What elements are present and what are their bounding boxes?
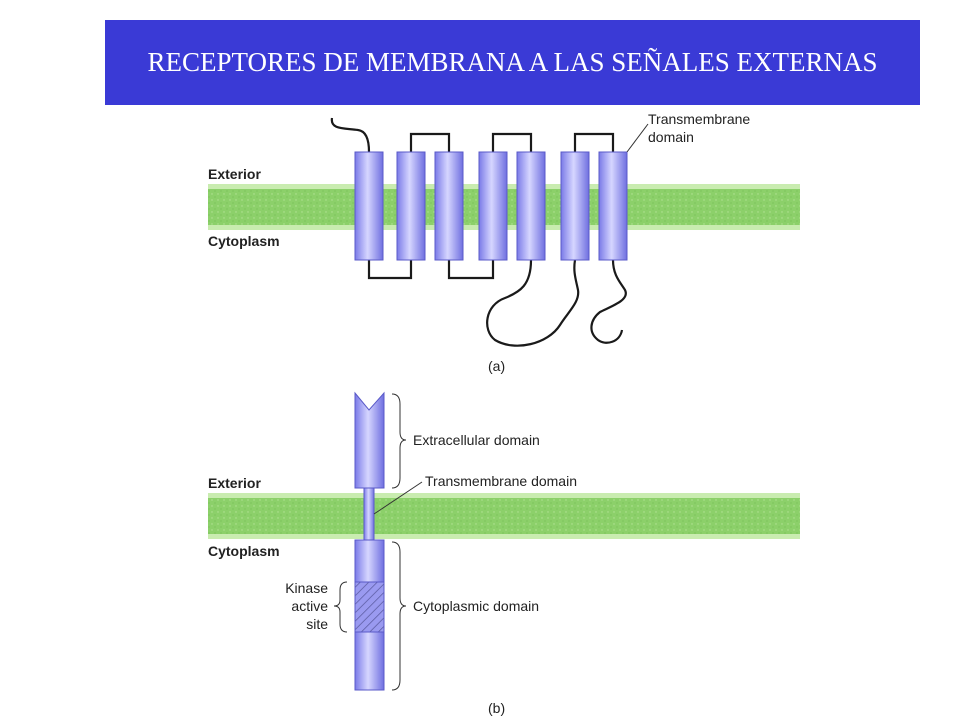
helix-3 xyxy=(434,151,464,261)
ext-loop-1 xyxy=(409,132,451,152)
helix-5 xyxy=(516,151,546,261)
membrane-b xyxy=(208,498,800,534)
helix-6 xyxy=(560,151,590,261)
leader-transmembrane-b xyxy=(373,481,423,515)
receptor-b xyxy=(354,391,385,691)
brace-extracellular xyxy=(391,393,407,489)
membrane-b-edge-top xyxy=(208,493,800,498)
diagram-b: Exterior Cytoplasm Extracellular domain … xyxy=(208,391,800,716)
leader-transmembrane-a xyxy=(626,123,649,153)
diagram-a: Exterior Cytoplasm Transmembrane domain … xyxy=(208,111,800,374)
n-terminus-loop xyxy=(330,117,371,153)
slide-title: RECEPTORES DE MEMBRANA A LAS SEÑALES EXT… xyxy=(147,47,878,77)
label-cytoplasm-b: Cytoplasm xyxy=(208,543,280,559)
label-exterior-a: Exterior xyxy=(208,166,261,182)
label-kinase-2: active xyxy=(291,598,328,614)
helices-a xyxy=(354,151,628,261)
helix-4 xyxy=(478,151,508,261)
brace-kinase xyxy=(333,581,348,633)
cyt-loop-3 xyxy=(486,259,580,347)
label-extracellular: Extracellular domain xyxy=(413,432,540,448)
transmembrane-domain-shape xyxy=(363,487,375,541)
membrane-b-edge-bottom xyxy=(208,534,800,539)
label-transmembrane-b: Transmembrane domain xyxy=(425,473,577,489)
loops-a xyxy=(330,117,627,347)
label-cytoplasm-a: Cytoplasm xyxy=(208,233,280,249)
cyt-loop-2 xyxy=(447,260,495,280)
helix-1 xyxy=(354,151,384,261)
brace-cytoplasmic xyxy=(391,541,407,691)
label-kinase-1: Kinase xyxy=(285,580,328,596)
label-kinase-3: site xyxy=(306,616,328,632)
helix-7 xyxy=(598,151,628,261)
ext-loop-2 xyxy=(491,132,533,152)
ext-loop-3 xyxy=(573,132,615,152)
label-transmembrane-a: Transmembrane xyxy=(648,111,750,127)
caption-a: (a) xyxy=(488,358,505,374)
extracellular-domain-shape xyxy=(354,391,385,489)
cyt-loop-1 xyxy=(367,260,413,280)
label-exterior-b: Exterior xyxy=(208,475,261,491)
helix-2 xyxy=(396,151,426,261)
slide-title-bar: RECEPTORES DE MEMBRANA A LAS SEÑALES EXT… xyxy=(105,20,920,105)
braces-b xyxy=(333,393,407,691)
label-transmembrane-a-2: domain xyxy=(648,129,694,145)
c-terminus-loop xyxy=(590,259,627,344)
kinase-active-site-shape xyxy=(354,581,385,633)
caption-b: (b) xyxy=(488,700,505,716)
label-cytoplasmic: Cytoplasmic domain xyxy=(413,598,539,614)
